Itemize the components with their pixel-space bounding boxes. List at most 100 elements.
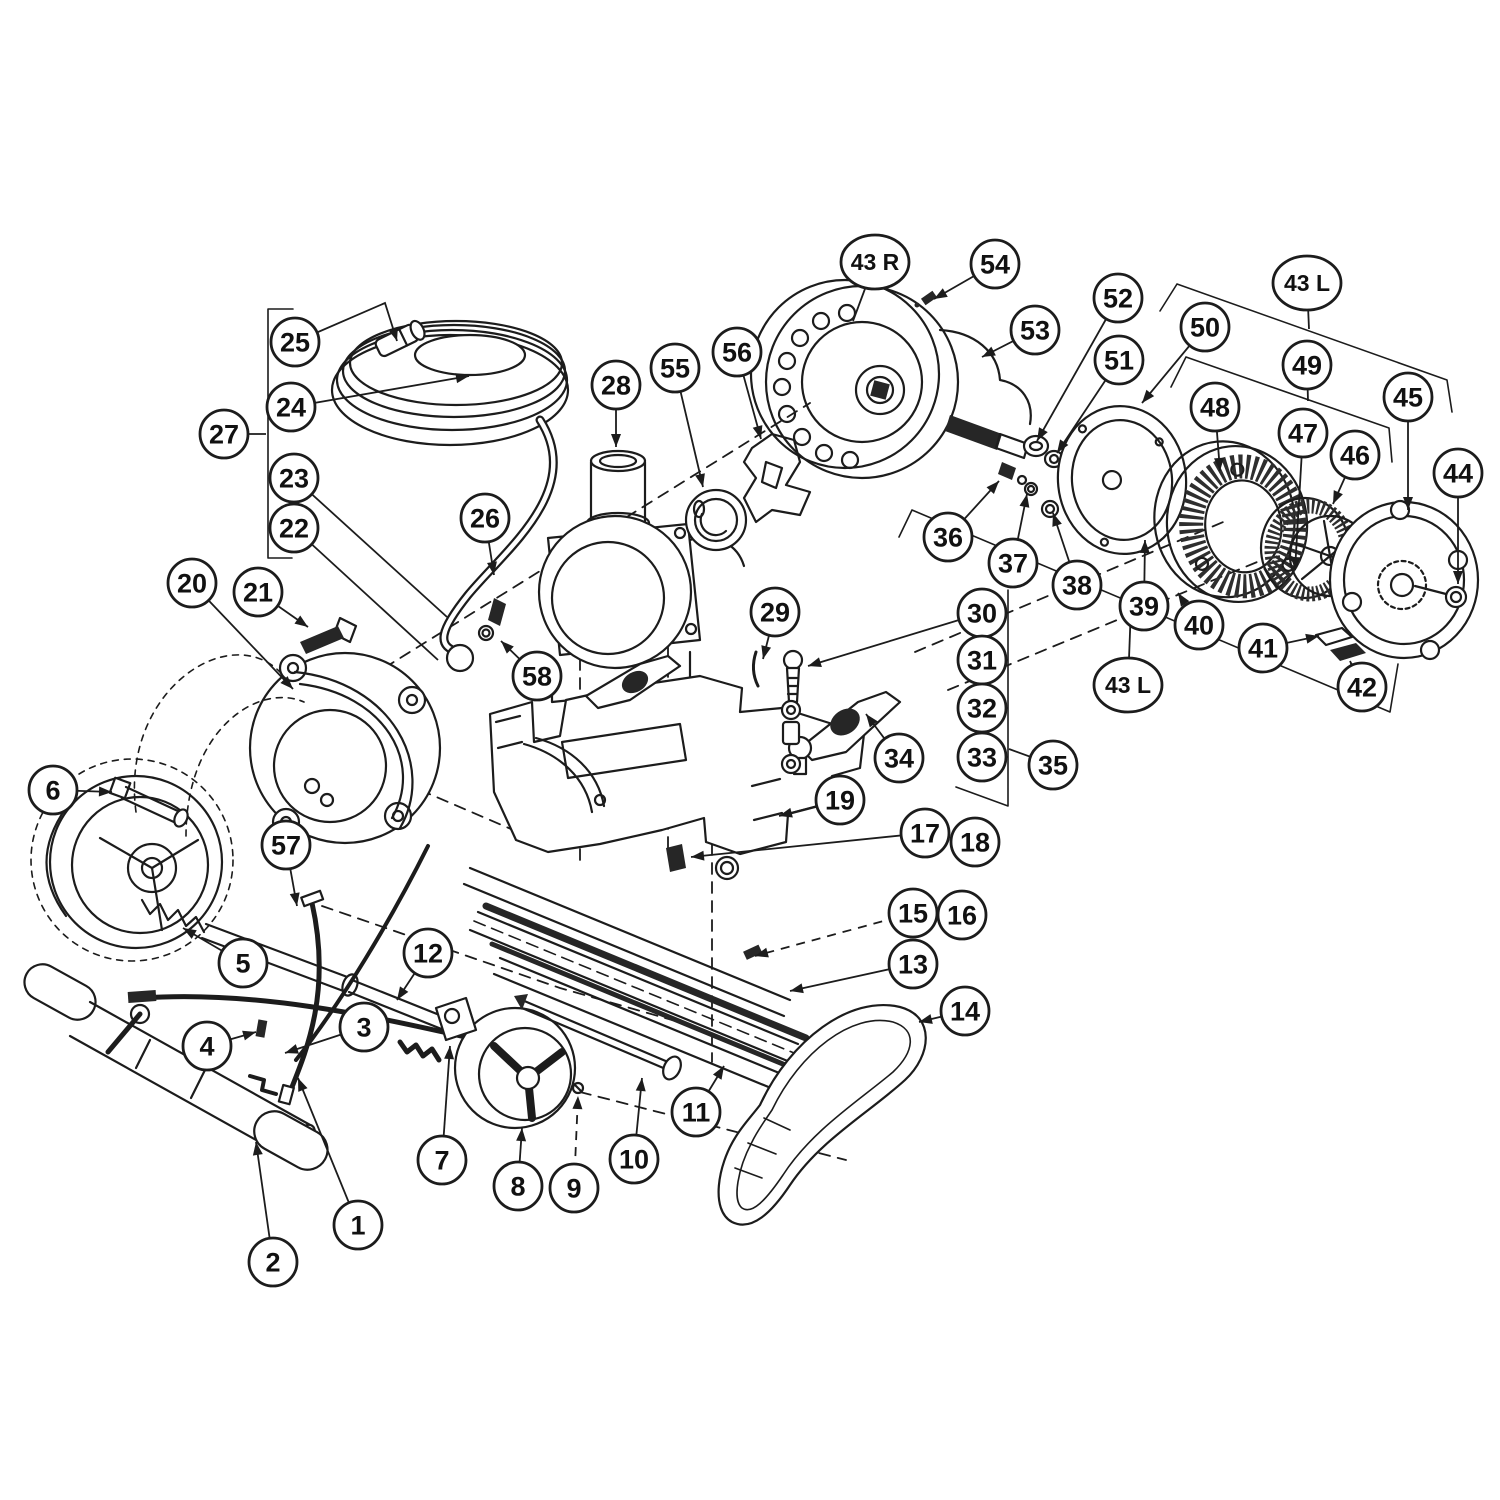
balloon-number: 46 <box>1340 441 1370 471</box>
balloon-number: 19 <box>825 786 855 816</box>
carriage-plate <box>488 649 902 960</box>
callout-15: 15 <box>887 887 939 939</box>
balloon-number: 43 R <box>851 249 900 275</box>
balloon-outline <box>1093 334 1145 386</box>
balloon-outline <box>814 774 866 826</box>
leader-arrowhead <box>289 892 300 906</box>
balloon-outline <box>987 537 1039 589</box>
balloon-number: 25 <box>280 328 310 358</box>
balloon-outline <box>1271 254 1343 312</box>
balloon-outline <box>1329 429 1381 481</box>
leader-line-23 <box>293 477 448 618</box>
leader-arrowhead <box>1057 439 1069 453</box>
balloon-outline <box>956 731 1008 783</box>
leader-arrowhead <box>790 983 804 994</box>
leader-arrowhead <box>1290 556 1301 570</box>
balloon-outline <box>839 233 911 291</box>
balloon-number: 2 <box>265 1248 280 1278</box>
leader-arrowhead <box>98 786 112 797</box>
balloon-outline <box>198 408 250 460</box>
callout-43L: 43 L <box>1092 656 1164 714</box>
hose-ball-fitting <box>445 643 475 673</box>
balloon-number: 21 <box>243 578 273 608</box>
balloon-number: 31 <box>967 646 997 676</box>
balloon-outline <box>1179 301 1231 353</box>
leader-arrowhead <box>1214 457 1224 471</box>
balloon-outline <box>27 764 79 816</box>
balloon-outline <box>873 732 925 784</box>
fitting-26-58 <box>477 598 506 642</box>
balloon-number: 36 <box>933 523 963 553</box>
balloon-number: 8 <box>510 1172 525 1202</box>
balloon-number: 9 <box>566 1174 581 1204</box>
balloon-outline <box>608 1133 660 1185</box>
leader-arrowhead <box>755 947 769 958</box>
balloon-outline <box>1092 272 1144 324</box>
balloon-number: 57 <box>271 831 301 861</box>
callout-20: 20 <box>166 557 218 609</box>
balloon-number: 47 <box>1288 419 1318 449</box>
leader-arrowhead <box>695 473 705 487</box>
callout-35: 35 <box>1027 739 1079 791</box>
callout-49: 49 <box>1281 339 1333 391</box>
balloon-number: 34 <box>884 744 914 774</box>
balloon-outline <box>590 359 642 411</box>
control-cables <box>127 844 473 1106</box>
callout-5: 5 <box>217 937 269 989</box>
balloon-outline <box>1051 559 1103 611</box>
callout-3: 3 <box>338 1001 390 1053</box>
balloon-number: 20 <box>177 569 207 599</box>
balloon-outline <box>969 238 1021 290</box>
balloon-number: 1 <box>350 1211 365 1241</box>
balloon-number: 33 <box>967 743 997 773</box>
drive-belt <box>717 1004 927 1226</box>
callout-57: 57 <box>260 819 312 871</box>
balloon-number: 7 <box>434 1146 449 1176</box>
leader-arrowhead <box>1178 593 1190 607</box>
balloon-number: 16 <box>947 901 977 931</box>
callout-29: 29 <box>749 586 801 638</box>
balloon-number: 3 <box>356 1013 371 1043</box>
bracket-27 <box>267 308 294 559</box>
callout-32: 32 <box>956 682 1008 734</box>
balloon-number: 55 <box>660 354 690 384</box>
balloon-outline <box>1336 661 1388 713</box>
leader-line-17 <box>690 832 926 858</box>
balloon-outline <box>402 927 454 979</box>
balloon-number: 49 <box>1292 351 1322 381</box>
balloon-number: 35 <box>1038 751 1068 781</box>
leader-arrowhead <box>252 1142 263 1156</box>
callout-48: 48 <box>1189 381 1241 433</box>
balloon-outline <box>247 1236 299 1288</box>
balloon-number: 13 <box>898 950 928 980</box>
callout-22: 22 <box>268 502 320 554</box>
balloon-number: 51 <box>1104 346 1134 376</box>
balloon-number: 41 <box>1248 634 1278 664</box>
leader-arrowhead <box>635 1078 646 1092</box>
balloon-outline <box>459 492 511 544</box>
gear-housing-cover <box>248 598 506 845</box>
balloon-number: 37 <box>998 549 1028 579</box>
leader-arrowhead <box>986 481 999 494</box>
leader-arrowhead <box>487 561 497 575</box>
leader-arrowhead <box>572 1096 583 1110</box>
leader-arrowhead <box>934 288 948 299</box>
leader-line-22 <box>293 527 439 661</box>
seal-bushing <box>684 488 748 552</box>
callout-34: 34 <box>873 732 925 784</box>
balloon-number: 44 <box>1443 459 1473 489</box>
callout-6: 6 <box>27 764 79 816</box>
leader-arrowhead <box>455 373 469 384</box>
balloon-outline <box>1173 599 1225 651</box>
balloon-outline <box>649 342 701 394</box>
leader-arrowhead <box>1453 571 1463 584</box>
callout-37: 37 <box>987 537 1039 589</box>
balloon-number: 27 <box>209 420 239 450</box>
callout-31: 31 <box>956 634 1008 686</box>
balloon-outline <box>332 1199 384 1251</box>
balloon-outline <box>1277 407 1329 459</box>
callout-14: 14 <box>939 985 991 1037</box>
balloon-number: 11 <box>682 1098 711 1128</box>
hub-plate-45 <box>1328 499 1480 661</box>
